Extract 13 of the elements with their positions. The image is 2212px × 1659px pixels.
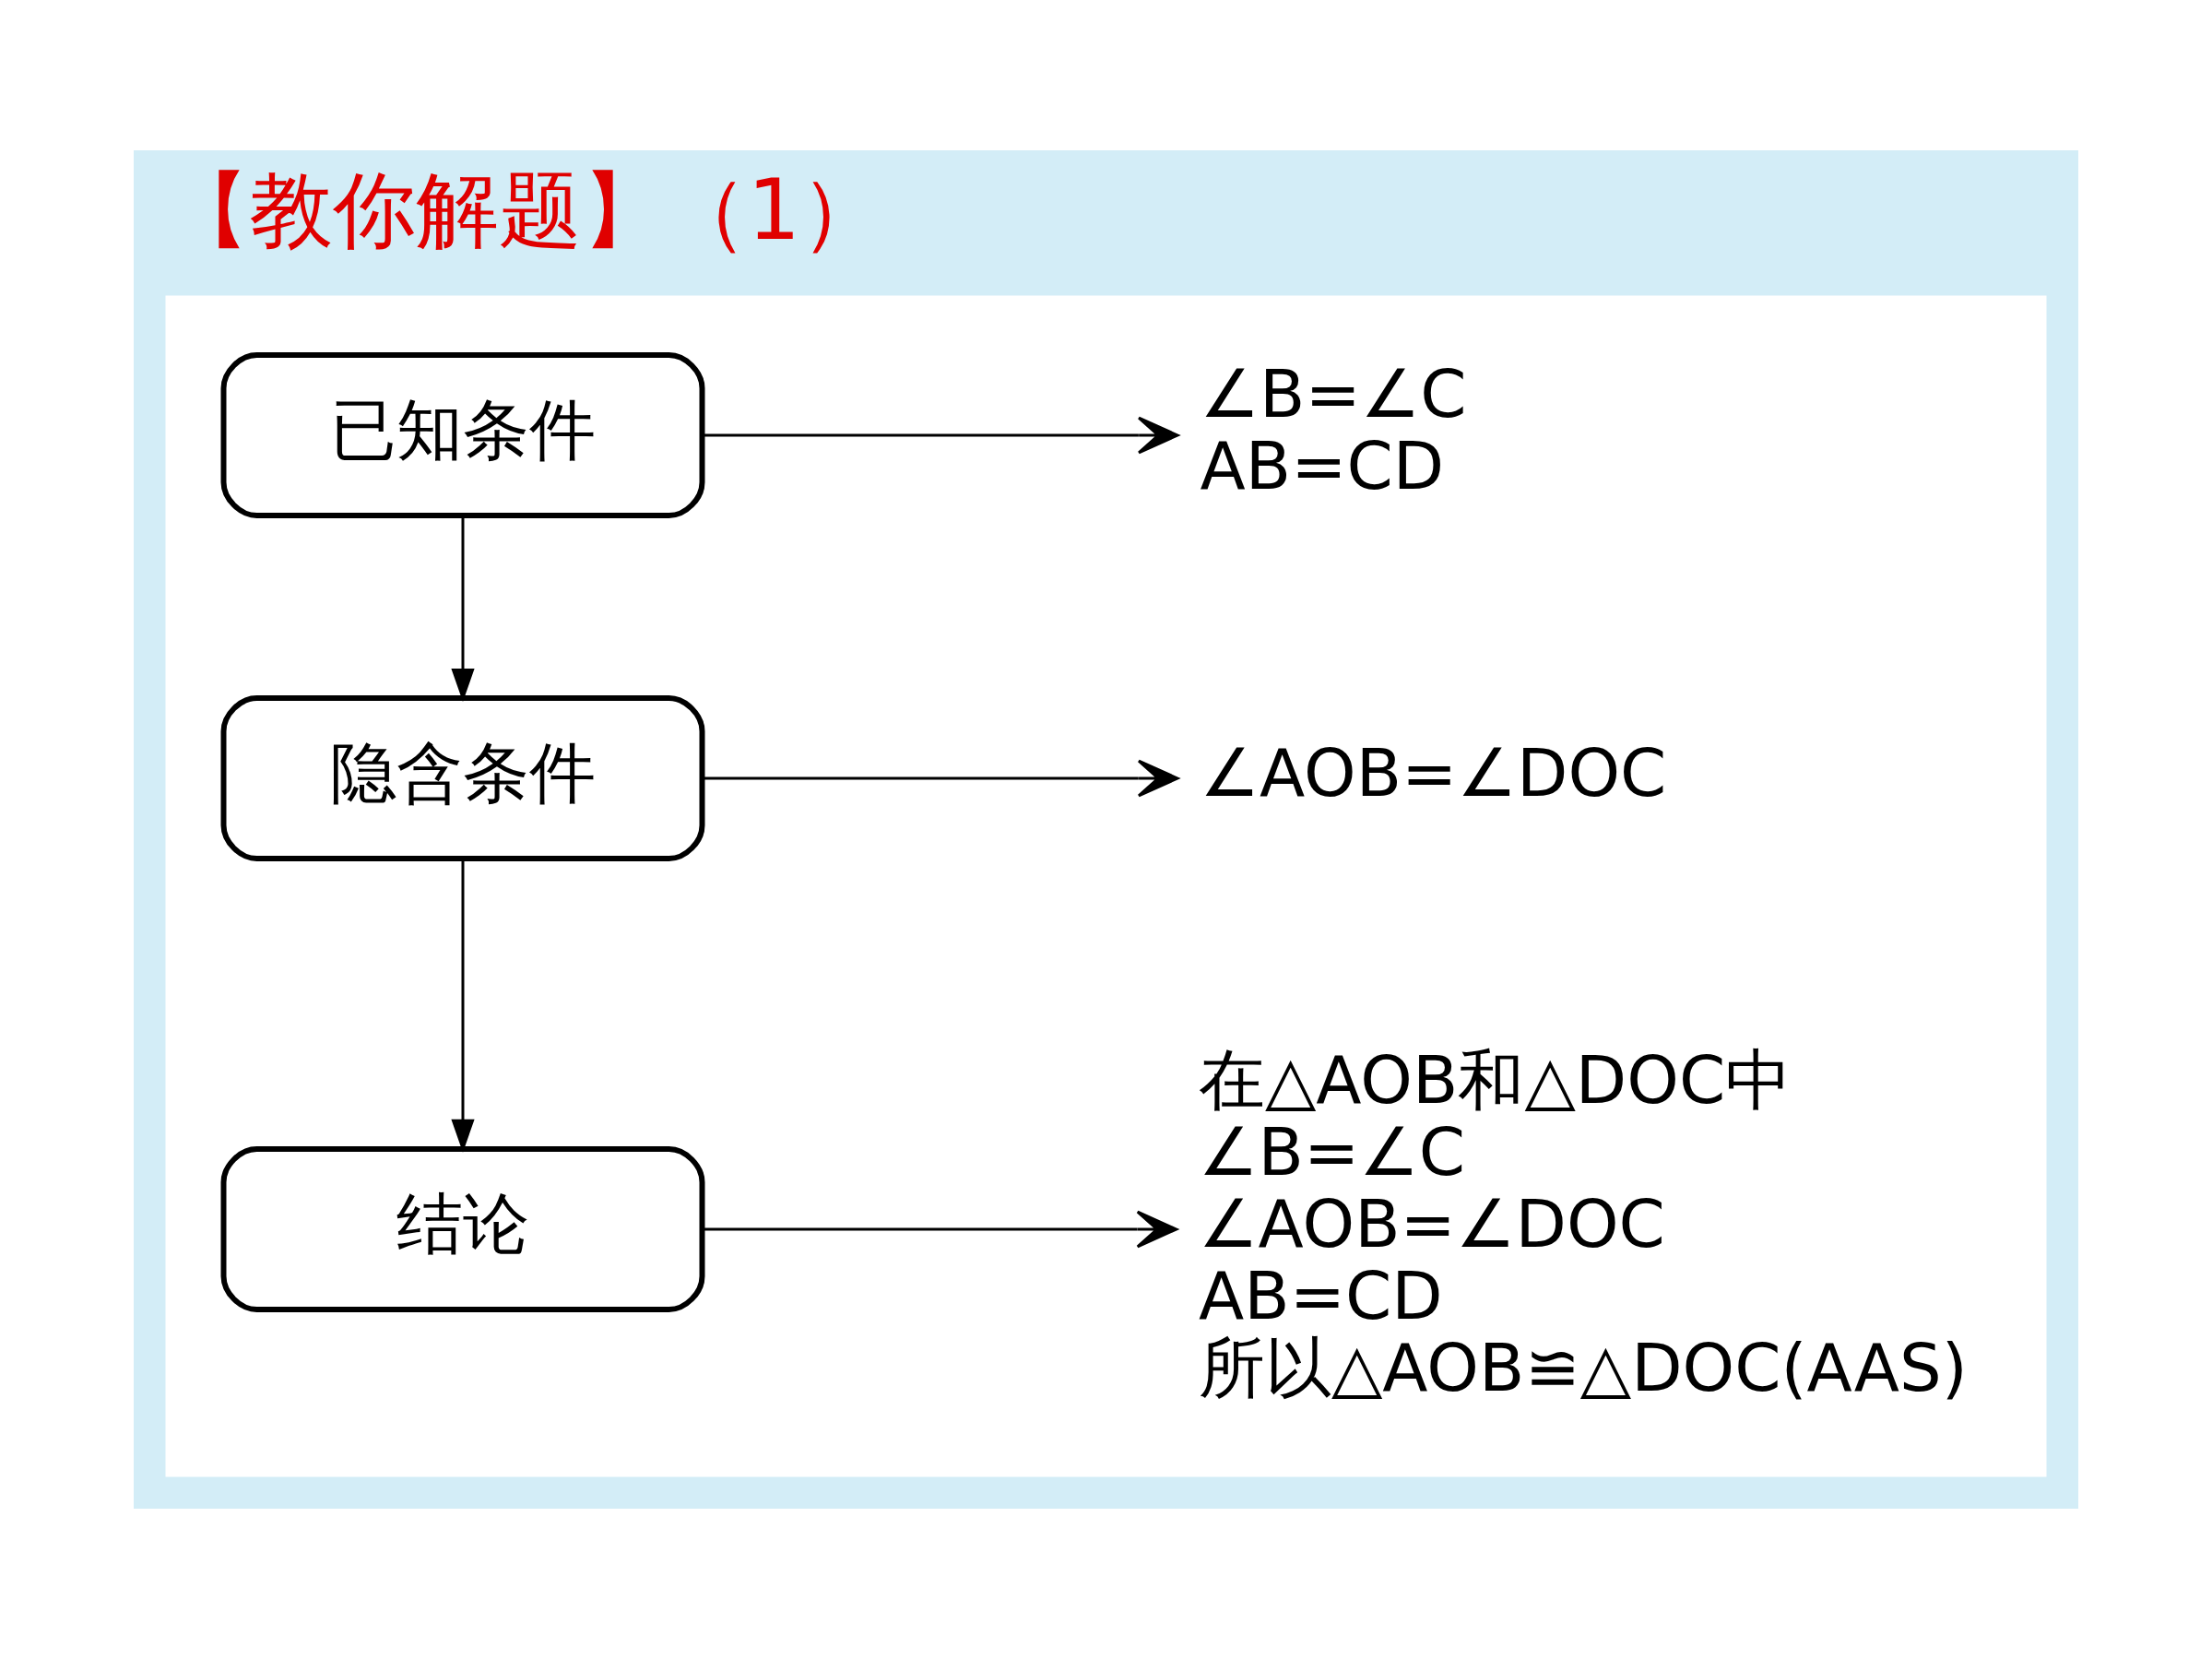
arrow xyxy=(703,416,1179,455)
node-box: 隐含条件 xyxy=(220,695,705,861)
diagram-title: 【教你解题】（1） xyxy=(166,161,884,258)
node-box: 结论 xyxy=(220,1146,705,1312)
node-text: 在△AOB和△DOC中 ∠B=∠C ∠AOB=∠DOC AB=CD 所以△AOB≌△DOC(AAS) xyxy=(1199,1040,1968,1406)
node-box: 已知条件 xyxy=(220,352,705,518)
arrow xyxy=(702,1210,1178,1249)
arrow xyxy=(703,759,1179,798)
node-text: ∠AOB=∠DOC xyxy=(1200,733,1667,812)
node-text: ∠B=∠C AB=CD xyxy=(1200,354,1467,504)
cluster xyxy=(165,295,2047,1477)
arrow xyxy=(451,515,475,703)
arrow xyxy=(451,859,475,1153)
